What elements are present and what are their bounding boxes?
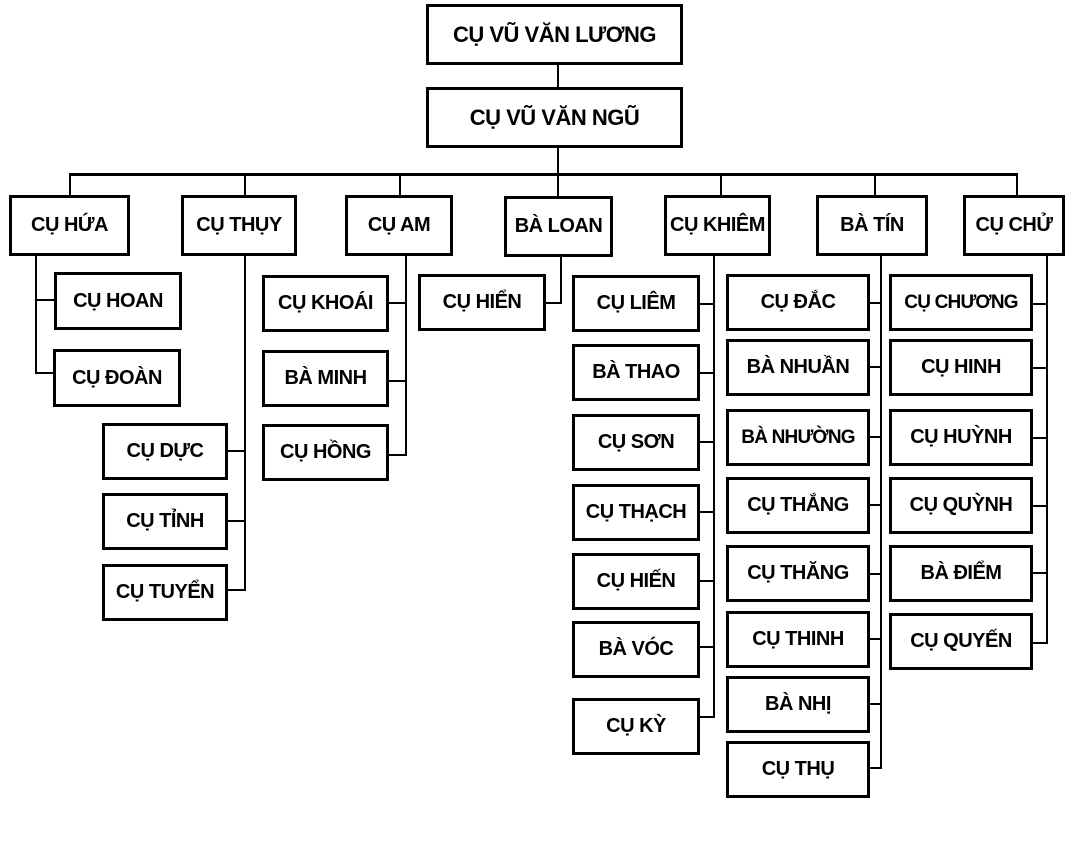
child-node: CỤ ĐẮC bbox=[726, 274, 870, 331]
child-node: BÀ MINH bbox=[262, 350, 389, 407]
generation1-node: CỤ VŨ VĂN NGŨ bbox=[426, 87, 683, 148]
child-node: BÀ THAO bbox=[572, 344, 700, 401]
connector-drop-branch-2 bbox=[399, 175, 401, 197]
tick-branch-6-child-4 bbox=[1030, 572, 1048, 574]
child-node: CỤ KHOÁI bbox=[262, 275, 389, 332]
child-node: CỤ ĐOÀN bbox=[53, 349, 181, 407]
connector-drop-branch-6 bbox=[1016, 175, 1018, 197]
child-node: CỤ TỈNH bbox=[102, 493, 228, 550]
spine-branch-1 bbox=[244, 254, 246, 591]
tick-branch-5-child-2 bbox=[867, 436, 882, 438]
branch-node: BÀ TÍN bbox=[816, 195, 928, 256]
tick-branch-5-child-7 bbox=[867, 767, 882, 769]
child-node: CỤ TUYỂN bbox=[102, 564, 228, 621]
connector-gen1-to-bus bbox=[557, 147, 559, 175]
tick-branch-4-child-5 bbox=[697, 646, 715, 648]
child-node: CỤ SƠN bbox=[572, 414, 700, 471]
child-node: CỤ THINH bbox=[726, 611, 870, 668]
tick-branch-6-child-3 bbox=[1030, 505, 1048, 507]
connector-branch-bus bbox=[69, 173, 1018, 176]
child-node: CỤ CHƯƠNG bbox=[889, 274, 1033, 331]
child-node: CỤ QUỲNH bbox=[889, 477, 1033, 534]
tick-branch-4-child-1 bbox=[697, 372, 715, 374]
tick-branch-0-child-0 bbox=[35, 299, 55, 301]
tick-branch-6-child-0 bbox=[1030, 303, 1048, 305]
connector-root-to-gen1 bbox=[557, 63, 559, 88]
tick-branch-5-child-3 bbox=[867, 504, 882, 506]
child-node: CỤ DỰC bbox=[102, 423, 228, 480]
branch-node: CỤ AM bbox=[345, 195, 453, 256]
spine-branch-0 bbox=[35, 254, 37, 374]
root-node: CỤ VŨ VĂN LƯƠNG bbox=[426, 4, 683, 65]
tick-branch-2-child-0 bbox=[387, 302, 407, 304]
child-node: CỤ HINH bbox=[889, 339, 1033, 396]
child-node: BÀ NHƯỜNG bbox=[726, 409, 870, 466]
child-node: CỤ THĂNG bbox=[726, 545, 870, 602]
tick-branch-4-child-4 bbox=[697, 580, 715, 582]
branch-node: BÀ LOAN bbox=[504, 196, 613, 257]
tick-branch-4-child-3 bbox=[697, 511, 715, 513]
tick-branch-1-child-0 bbox=[226, 450, 246, 452]
branch-node: CỤ HỨA bbox=[9, 195, 130, 256]
tick-branch-5-child-6 bbox=[867, 703, 882, 705]
tick-branch-4-child-2 bbox=[697, 441, 715, 443]
child-node: CỤ THẮNG bbox=[726, 477, 870, 534]
tick-branch-6-child-2 bbox=[1030, 437, 1048, 439]
child-node: CỤ HỒNG bbox=[262, 424, 389, 481]
child-node: CỤ QUYẾN bbox=[889, 613, 1033, 670]
child-node: BÀ ĐIỂM bbox=[889, 545, 1033, 602]
tick-branch-1-child-2 bbox=[226, 589, 246, 591]
spine-branch-6 bbox=[1046, 254, 1048, 644]
spine-branch-5 bbox=[880, 254, 882, 769]
child-node: CỤ THẠCH bbox=[572, 484, 700, 541]
tick-branch-0-child-1 bbox=[35, 372, 55, 374]
tick-branch-4-child-0 bbox=[697, 303, 715, 305]
spine-branch-4 bbox=[713, 254, 715, 718]
tick-branch-2-child-1 bbox=[387, 380, 407, 382]
child-node: BÀ VÓC bbox=[572, 621, 700, 678]
connector-drop-branch-3 bbox=[557, 175, 559, 197]
tick-branch-3-child-0 bbox=[544, 302, 562, 304]
child-node: CỤ HOAN bbox=[54, 272, 182, 330]
connector-drop-branch-5 bbox=[874, 175, 876, 197]
tick-branch-6-child-5 bbox=[1030, 642, 1048, 644]
child-node: CỤ HIỂN bbox=[418, 274, 546, 331]
connector-drop-branch-4 bbox=[720, 175, 722, 197]
child-node: CỤ LIÊM bbox=[572, 275, 700, 332]
child-node: BÀ NHỊ bbox=[726, 676, 870, 733]
tick-branch-5-child-5 bbox=[867, 638, 882, 640]
tick-branch-5-child-1 bbox=[867, 366, 882, 368]
spine-branch-2 bbox=[405, 254, 407, 456]
connector-drop-branch-0 bbox=[69, 175, 71, 197]
tick-branch-5-child-0 bbox=[867, 302, 882, 304]
tick-branch-4-child-6 bbox=[697, 716, 715, 718]
child-node: BÀ NHUẦN bbox=[726, 339, 870, 396]
child-node: CỤ HUỲNH bbox=[889, 409, 1033, 466]
branch-node: CỤ THỤY bbox=[181, 195, 297, 256]
child-node: CỤ THỤ bbox=[726, 741, 870, 798]
spine-branch-3 bbox=[560, 254, 562, 304]
connector-drop-branch-1 bbox=[244, 175, 246, 197]
tick-branch-6-child-1 bbox=[1030, 367, 1048, 369]
branch-node: CỤ CHỬ bbox=[963, 195, 1065, 256]
child-node: CỤ KỲ bbox=[572, 698, 700, 755]
tick-branch-2-child-2 bbox=[387, 454, 407, 456]
branch-node: CỤ KHIÊM bbox=[664, 195, 771, 256]
tick-branch-1-child-1 bbox=[226, 520, 246, 522]
tick-branch-5-child-4 bbox=[867, 573, 882, 575]
child-node: CỤ HIẾN bbox=[572, 553, 700, 610]
